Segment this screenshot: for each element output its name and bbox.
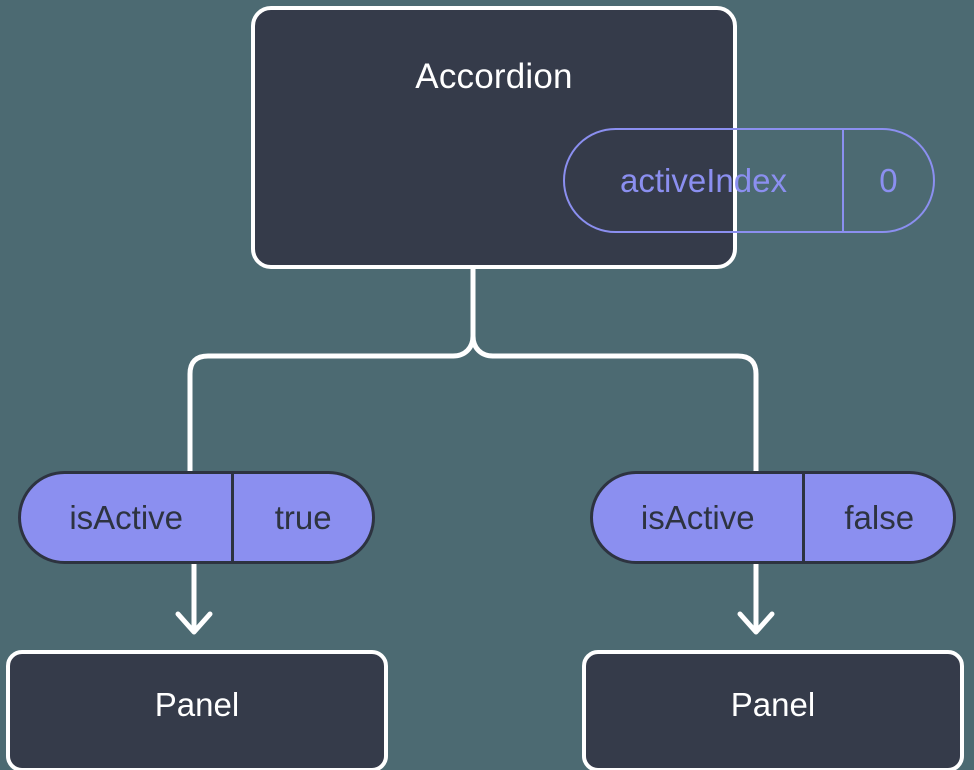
panel-right-node[interactable]: Panel (582, 650, 964, 770)
right-panel-arrow-head (737, 611, 775, 635)
right-prop-value: false (802, 474, 953, 561)
left-prop-key: isActive (69, 498, 184, 536)
left-panel-arrow-head (175, 611, 213, 635)
trunk-notch (450, 333, 476, 359)
panel-right-title: Panel (730, 686, 816, 723)
accordion-node[interactable]: Accordion activeIndex 0 (251, 6, 935, 269)
right-prop-badge[interactable]: isActive false (590, 471, 956, 564)
left-branch-connector (187, 353, 456, 474)
right-branch-connector (490, 353, 759, 474)
trunk-connector (470, 265, 496, 359)
panel-left-node[interactable]: Panel (6, 650, 388, 770)
right-prop-key: isActive (640, 498, 755, 536)
accordion-state-value: 0 (841, 130, 933, 231)
left-prop-value: true (231, 474, 372, 561)
panel-left-title: Panel (154, 686, 240, 723)
accordion-state-key: activeIndex (620, 161, 787, 199)
left-prop-badge[interactable]: isActive true (18, 471, 375, 564)
accordion-node-title: Accordion (415, 57, 573, 96)
accordion-state-badge[interactable]: activeIndex 0 (563, 128, 935, 233)
